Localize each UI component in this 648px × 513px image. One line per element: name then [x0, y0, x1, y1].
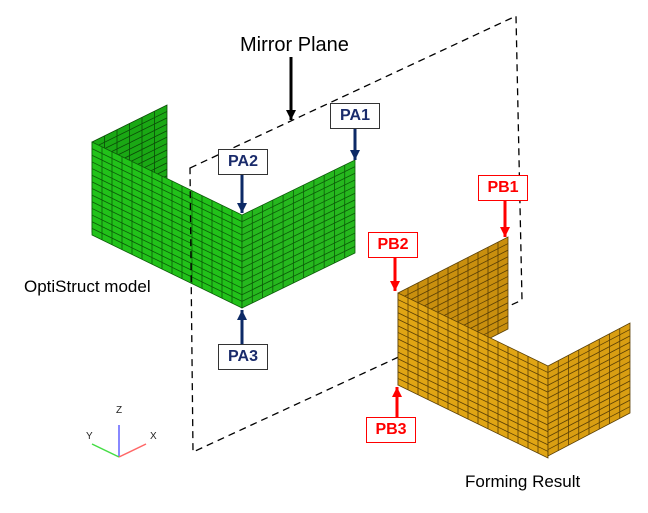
- point-label-pa2: PA2: [218, 149, 268, 175]
- point-label-pb1: PB1: [478, 175, 528, 201]
- pb1-arrow-head: [500, 227, 510, 237]
- axis-x-label: X: [150, 431, 157, 442]
- pa3-arrow-head: [237, 310, 247, 320]
- axis-z-label: Z: [116, 405, 123, 416]
- pa1-arrow-head: [350, 150, 360, 160]
- y-axis-icon: [91, 443, 120, 458]
- x-axis-icon: [118, 443, 147, 458]
- pb2-arrow-head: [390, 281, 400, 291]
- gold-right-wall: [547, 322, 631, 457]
- point-label-pb2: PB2: [368, 232, 418, 258]
- mirror-plane-label: Mirror Plane: [240, 34, 349, 56]
- mirror-plane-arrow-head: [286, 110, 296, 120]
- forming-result-label: Forming Result: [465, 472, 581, 491]
- gold-front-wall: [397, 292, 549, 459]
- point-label-pa1: PA1: [330, 103, 380, 129]
- pa2-arrow-head: [237, 203, 247, 213]
- point-label-pa3: PA3: [218, 344, 268, 370]
- optistruct-model-label: OptiStruct model: [24, 277, 151, 296]
- point-label-pb3: PB3: [366, 417, 416, 443]
- green-front-right-wall: [241, 159, 356, 309]
- pb3-arrow-head: [392, 387, 402, 397]
- axis-y-label: Y: [86, 431, 93, 442]
